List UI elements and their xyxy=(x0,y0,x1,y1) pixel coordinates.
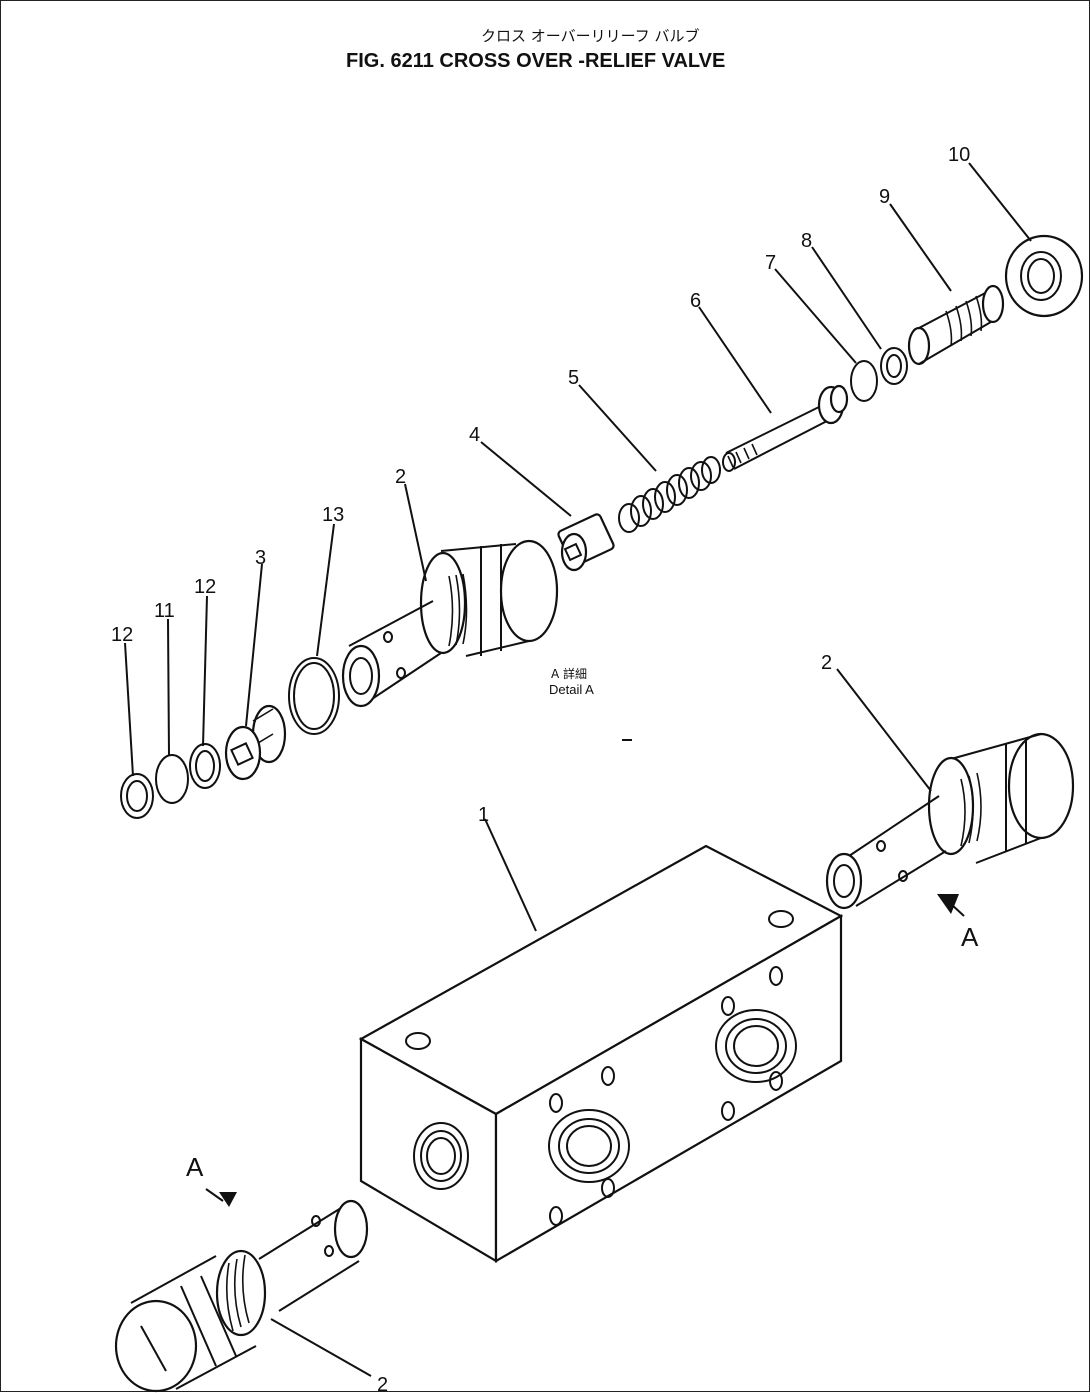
callout-1: 1 xyxy=(478,804,489,826)
callout-10: 10 xyxy=(948,144,970,166)
callout-12-inner: 12 xyxy=(194,576,216,598)
callout-2-upper: 2 xyxy=(395,466,406,488)
callout-11: 11 xyxy=(154,600,175,622)
detail-label-en: Detail A xyxy=(549,682,594,697)
cartridge-right xyxy=(825,732,1075,910)
o-ring-7 xyxy=(850,360,878,402)
backup-ring-12-outer xyxy=(120,773,154,819)
backup-ring-8 xyxy=(880,347,908,385)
callout-5: 5 xyxy=(568,367,579,389)
leader-lines xyxy=(124,162,1032,1377)
lock-nut xyxy=(1004,234,1084,318)
view-marker-right: A xyxy=(961,922,979,952)
figure-title: FIG. 6211 CROSS OVER -RELIEF VALVE xyxy=(346,50,725,72)
callout-2-lower: 2 xyxy=(377,1374,388,1393)
poppet xyxy=(557,513,615,572)
valve-body xyxy=(358,844,844,1263)
o-ring-13 xyxy=(288,657,340,735)
cartridge-upper xyxy=(341,539,559,708)
callout-2-right: 2 xyxy=(821,652,832,674)
callout-7: 7 xyxy=(765,252,776,274)
callout-12-outer: 12 xyxy=(111,624,133,646)
plug xyxy=(224,704,287,781)
callout-4: 4 xyxy=(469,424,480,446)
callout-8: 8 xyxy=(801,230,812,252)
cartridge-lower xyxy=(114,1199,369,1393)
callout-6: 6 xyxy=(690,290,701,312)
view-arrow-right xyxy=(937,894,965,917)
view-marker-lower: A xyxy=(186,1152,204,1182)
callout-13: 13 xyxy=(322,504,344,526)
adjusting-screw-rod xyxy=(722,384,849,472)
view-arrow-lower xyxy=(205,1188,237,1207)
callout-3: 3 xyxy=(255,547,266,569)
title-japanese: クロス オーバーリリーフ バルブ xyxy=(481,27,700,45)
spring xyxy=(618,456,721,533)
o-ring-11 xyxy=(155,754,189,804)
detail-label-jp: A 詳細 xyxy=(551,666,587,681)
callout-9: 9 xyxy=(879,186,890,208)
backup-ring-12-inner xyxy=(189,743,221,789)
adjusting-screw xyxy=(907,284,1005,366)
